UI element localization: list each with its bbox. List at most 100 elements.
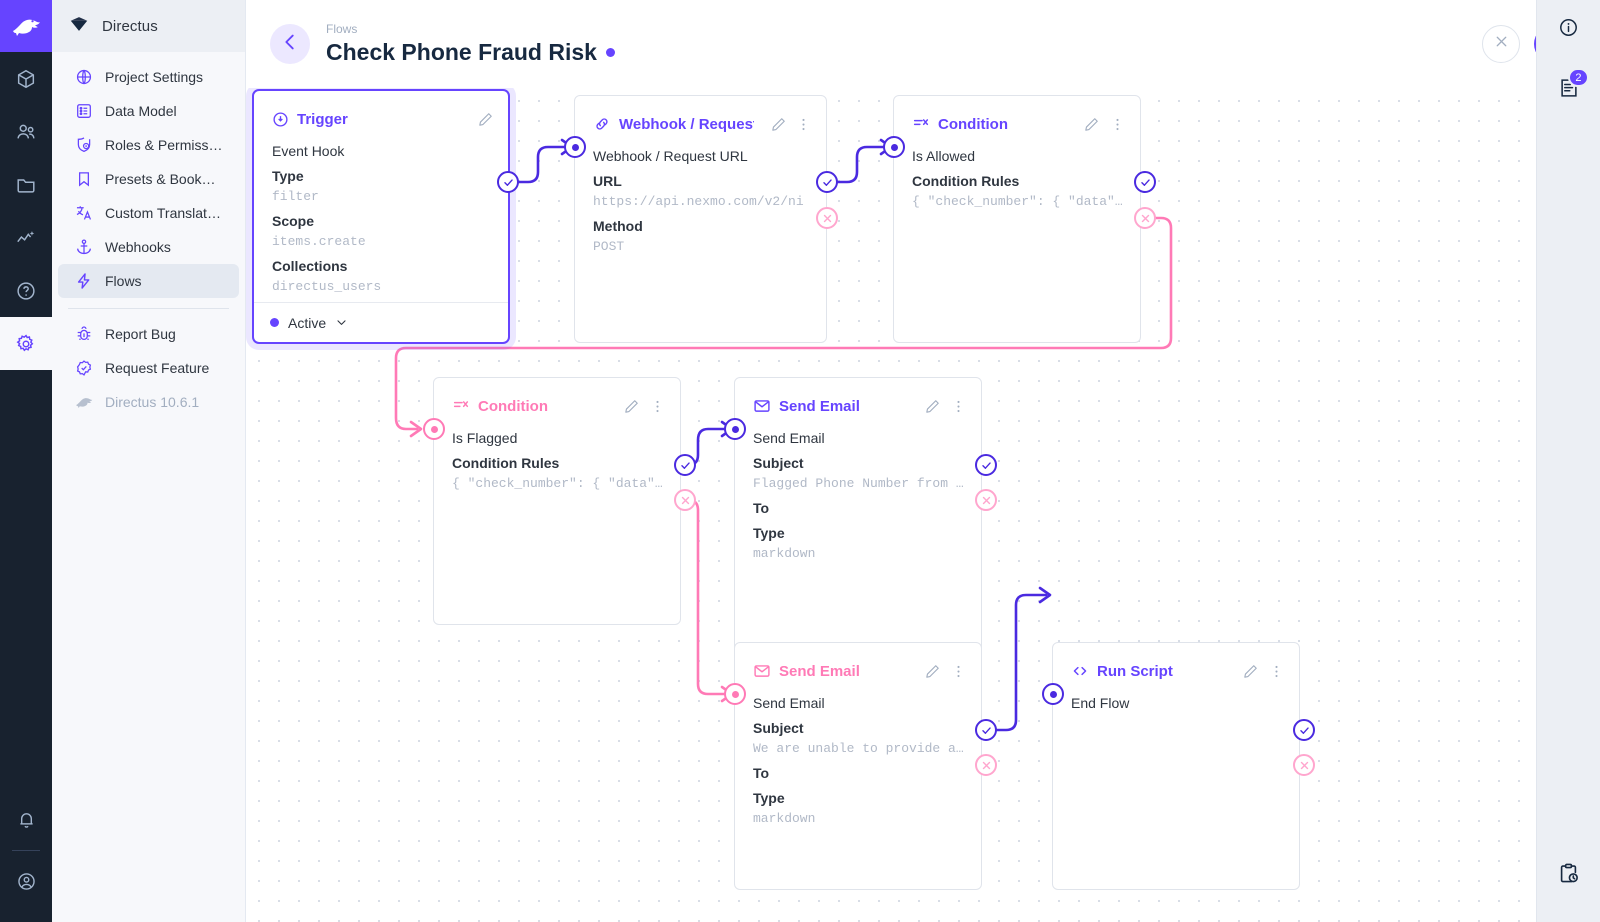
edit-pencil-icon[interactable]: [622, 397, 640, 415]
edit-pencil-icon[interactable]: [923, 662, 941, 680]
port-send-email-unable-resolve[interactable]: [975, 719, 997, 741]
activity-log-button[interactable]: [1537, 846, 1600, 906]
shield-person-icon: [74, 136, 93, 155]
port-webhook-input[interactable]: [564, 136, 586, 158]
node-field-value: directus_users: [272, 279, 382, 294]
sidebar-header[interactable]: Directus: [52, 0, 245, 52]
edit-pencil-icon[interactable]: [770, 115, 787, 133]
flow-node-condition-flagged[interactable]: Condition Is Flagged Condition Rules { "…: [433, 377, 681, 625]
sidebar-item-project-settings[interactable]: Project Settings: [58, 60, 239, 94]
rail-item-files[interactable]: [0, 158, 52, 211]
condition-filter-icon: [452, 397, 470, 415]
breadcrumb[interactable]: Flows: [326, 22, 358, 36]
sidebar-footer-list: Report Bug Request Feature Directus 10.6…: [52, 317, 245, 419]
port-send-email-flagged-reject[interactable]: [975, 489, 997, 511]
page-title: Check Phone Fraud Risk: [326, 38, 615, 66]
translate-icon: [74, 204, 93, 223]
port-webhook-reject[interactable]: [816, 207, 838, 229]
more-options-icon[interactable]: [1267, 662, 1285, 680]
more-options-icon[interactable]: [949, 662, 967, 680]
flow-logs-button[interactable]: 2: [1537, 60, 1600, 120]
directus-diamond-icon: [68, 13, 90, 40]
node-field-key: Type: [753, 790, 785, 806]
node-field-key: Scope: [272, 213, 315, 229]
edit-pencil-icon[interactable]: [1082, 115, 1100, 133]
page-title-text: Check Phone Fraud Risk: [326, 39, 597, 65]
flow-status-dropdown[interactable]: Active: [254, 302, 508, 342]
node-field-value: markdown: [753, 546, 816, 561]
more-options-icon[interactable]: [1108, 115, 1126, 133]
sidebar-item-label: Data Model: [105, 103, 177, 119]
right-sidebar: 2: [1536, 0, 1600, 922]
link-chain-icon: [593, 115, 611, 133]
port-core: [571, 143, 579, 151]
cancel-button[interactable]: [1482, 25, 1520, 63]
rail-item-help[interactable]: [0, 264, 52, 317]
flow-node-condition-allowed[interactable]: Condition Is Allowed Condition Rules { "…: [893, 95, 1141, 343]
sidebar-item-report-bug[interactable]: Report Bug: [58, 317, 239, 351]
node-field-value: { "check_number": { "data"…: [452, 476, 663, 491]
node-name: Send Email: [753, 695, 825, 711]
back-button[interactable]: [270, 24, 310, 64]
node-field-key: Method: [593, 218, 643, 234]
port-condition-allowed-resolve[interactable]: [1134, 171, 1156, 193]
more-options-icon[interactable]: [949, 397, 967, 415]
node-title: Webhook / Request U: [619, 115, 754, 133]
node-title: Send Email: [779, 662, 860, 680]
node-field-key: Condition Rules: [452, 455, 560, 471]
port-condition-allowed-input[interactable]: [883, 136, 905, 158]
sidebar-item-request-feature[interactable]: Request Feature: [58, 351, 239, 385]
port-condition-flagged-resolve[interactable]: [674, 454, 696, 476]
flow-node-webhook[interactable]: Webhook / Request U Webhook / Request UR…: [574, 95, 827, 343]
sidebar-item-roles-permissions[interactable]: Roles & Permissions: [58, 128, 239, 162]
rail-item-notifications[interactable]: [0, 793, 52, 846]
port-run-script-reject[interactable]: [1293, 754, 1315, 776]
more-options-icon[interactable]: [648, 397, 666, 415]
port-send-email-unable-reject[interactable]: [975, 754, 997, 776]
port-run-script-input[interactable]: [1042, 683, 1064, 705]
node-field-value: markdown: [753, 811, 816, 826]
port-core: [890, 143, 898, 151]
sidebar-item-label: Flows: [105, 273, 142, 289]
node-header: Webhook / Request U: [575, 96, 826, 138]
edit-pencil-icon[interactable]: [476, 110, 494, 128]
sidebar-item-label: Roles & Permissions: [105, 137, 223, 153]
port-trigger-resolve[interactable]: [497, 171, 519, 193]
port-condition-flagged-input[interactable]: [423, 418, 445, 440]
rail-item-users[interactable]: [0, 105, 52, 158]
port-run-script-resolve[interactable]: [1293, 719, 1315, 741]
rail-item-settings[interactable]: [0, 317, 52, 370]
sidebar-item-custom-translations[interactable]: Custom Translations: [58, 196, 239, 230]
directus-logo[interactable]: [0, 0, 52, 52]
node-body: Send Email Subject We are unable to prov…: [735, 685, 981, 829]
rail-item-insights[interactable]: [0, 211, 52, 264]
edit-pencil-icon[interactable]: [923, 397, 941, 415]
node-body: End Flow: [1053, 685, 1299, 714]
port-condition-flagged-reject[interactable]: [674, 489, 696, 511]
port-webhook-resolve[interactable]: [816, 171, 838, 193]
sidebar-item-webhooks[interactable]: Webhooks: [58, 230, 239, 264]
port-condition-allowed-reject[interactable]: [1134, 207, 1156, 229]
port-send-email-flagged-input[interactable]: [724, 418, 746, 440]
flow-node-run-script[interactable]: Run Script End Flow: [1052, 642, 1300, 890]
port-send-email-flagged-resolve[interactable]: [975, 454, 997, 476]
edit-pencil-icon[interactable]: [1241, 662, 1259, 680]
port-send-email-unable-input[interactable]: [724, 683, 746, 705]
arrow-left-icon: [279, 31, 301, 58]
node-name: Is Allowed: [912, 148, 976, 164]
rail-item-content[interactable]: [0, 52, 52, 105]
rail-item-account[interactable]: [0, 855, 52, 908]
port-core: [731, 690, 739, 698]
flow-canvas[interactable]: Trigger Event Hook Type filter Scope ite…: [246, 88, 1536, 922]
flow-node-send-email-unable[interactable]: Send Email Send Email Subject We are una…: [734, 642, 982, 890]
sidebar-item-data-model[interactable]: Data Model: [58, 94, 239, 128]
sidebar-item-flows[interactable]: Flows: [58, 264, 239, 298]
info-button[interactable]: [1537, 0, 1600, 60]
flow-node-trigger[interactable]: Trigger Event Hook Type filter Scope ite…: [252, 89, 510, 344]
sidebar-item-presets-bookmarks[interactable]: Presets & Bookmar…: [58, 162, 239, 196]
node-name: Send Email: [753, 430, 825, 446]
node-header: Run Script: [1053, 643, 1299, 685]
more-options-icon[interactable]: [795, 115, 812, 133]
node-field-key: Type: [272, 168, 304, 184]
